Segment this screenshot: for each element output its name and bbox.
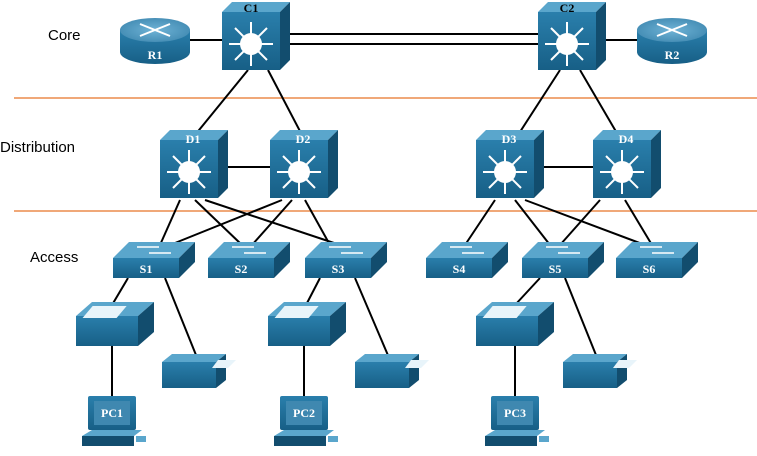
- switch-arrows-icon: [640, 246, 674, 254]
- core-switch-c1: C1: [222, 1, 290, 70]
- ip-phone-icon: [476, 302, 554, 346]
- device-label-pc2: PC2: [293, 406, 315, 420]
- distribution-switch-d2: D2: [270, 130, 338, 198]
- ip-phone-icon: [268, 302, 346, 346]
- link-s1-phone1: [111, 277, 129, 306]
- device-label-r1: R1: [148, 48, 163, 62]
- switch-arrows-icon: [232, 246, 266, 254]
- device-label-c1: C1: [244, 1, 259, 15]
- link-s1-printer1: [164, 277, 199, 361]
- router-r2: R2: [637, 18, 707, 64]
- layer-label-distribution: Distribution: [0, 139, 75, 156]
- link-c1-d1: [194, 69, 249, 136]
- distribution-switch-d4: D4: [593, 130, 661, 198]
- access-switch-s6: S6: [616, 242, 698, 278]
- device-label-s5: S5: [549, 262, 562, 276]
- device-label-s2: S2: [235, 262, 248, 276]
- switch-arrows-icon: [546, 246, 580, 254]
- router-arrows-icon: [139, 23, 171, 37]
- link-s5-phone3: [514, 277, 541, 306]
- printer-icon: [355, 354, 429, 388]
- link-d1-s3: [204, 199, 341, 246]
- device-label-d2: D2: [296, 132, 311, 146]
- ip-phone-icon: [76, 302, 154, 346]
- device-label-d1: D1: [186, 132, 201, 146]
- link-d2-s3: [304, 199, 331, 246]
- device-label-s6: S6: [643, 262, 656, 276]
- link-s3-printer2: [354, 277, 391, 361]
- switch-arrows-icon: [137, 246, 171, 254]
- router-arrows-icon: [656, 23, 688, 37]
- link-c1-d2: [267, 69, 303, 136]
- access-switch-s2: S2: [208, 242, 290, 278]
- access-switch-s1: S1: [113, 242, 195, 278]
- distribution-switch-d1: D1: [160, 130, 228, 198]
- distribution-switch-d3: D3: [476, 130, 544, 198]
- layer-label-access: Access: [30, 249, 78, 266]
- device-label-d4: D4: [619, 132, 634, 146]
- device-label-s4: S4: [453, 262, 466, 276]
- access-switch-s4: S4: [426, 242, 508, 278]
- pc-pc1: PC1: [82, 396, 146, 446]
- link-d3-s5: [514, 199, 551, 246]
- link-c2-d4: [579, 69, 619, 136]
- access-switch-s3: S3: [305, 242, 387, 278]
- device-label-r2: R2: [665, 48, 680, 62]
- router-r1: R1: [120, 18, 190, 64]
- link-s5-printer3: [564, 277, 599, 361]
- device-label-d3: D3: [502, 132, 517, 146]
- device-label-s3: S3: [332, 262, 345, 276]
- link-d3-s6: [524, 199, 646, 246]
- device-label-pc1: PC1: [101, 406, 123, 420]
- link-s3-phone2: [305, 277, 321, 306]
- link-d4-s6: [624, 199, 653, 246]
- link-c2-d3: [517, 69, 561, 136]
- access-switch-s5: S5: [522, 242, 604, 278]
- switch-arrows-icon: [450, 246, 484, 254]
- device-label-pc3: PC3: [504, 406, 526, 420]
- device-label-c2: C2: [560, 1, 575, 15]
- pc-pc2: PC2: [274, 396, 338, 446]
- links: [111, 33, 653, 398]
- link-d1-s2: [194, 199, 243, 246]
- layer-label-core: Core: [48, 27, 81, 44]
- switch-arrows-icon: [329, 246, 363, 254]
- link-d3-s4: [464, 199, 496, 246]
- link-d2-s1: [169, 199, 283, 246]
- core-switch-c2: C2: [538, 1, 606, 70]
- printer-icon: [563, 354, 637, 388]
- pc-pc3: PC3: [485, 396, 549, 446]
- link-d4-s5: [559, 199, 601, 246]
- printer-icon: [162, 354, 236, 388]
- link-d1-s1: [159, 199, 181, 246]
- device-label-s1: S1: [140, 262, 153, 276]
